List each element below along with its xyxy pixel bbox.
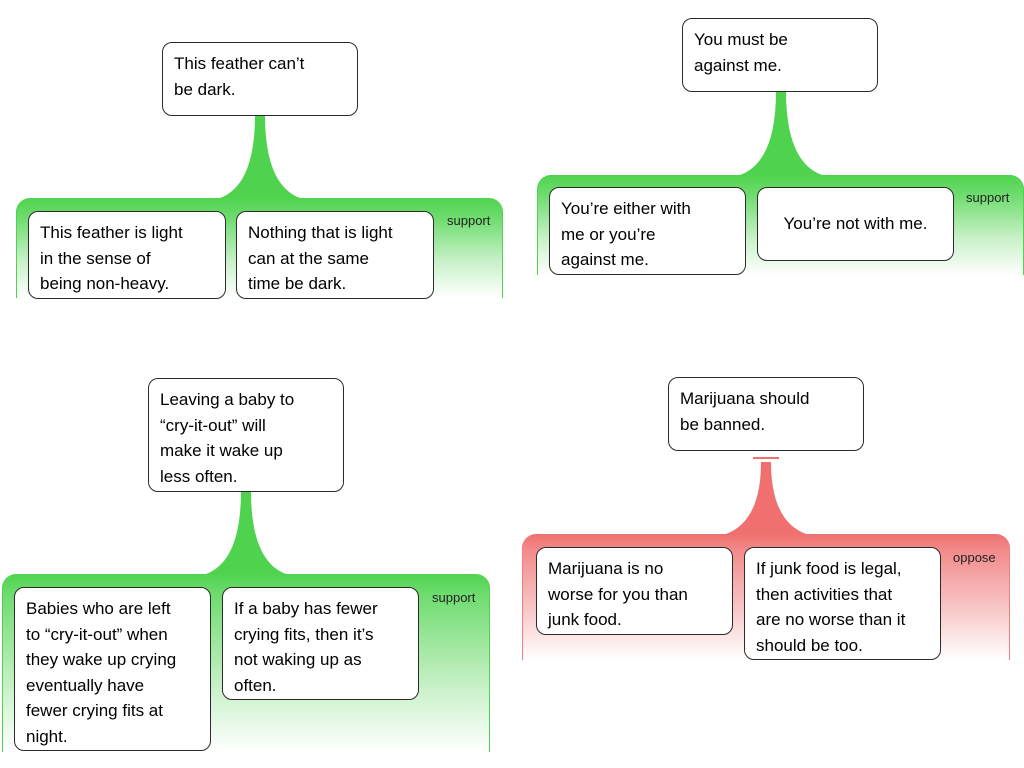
- claim-box: Marijuana should be banned.: [668, 377, 864, 451]
- relation-label: support: [447, 213, 491, 228]
- premise-box: Nothing that is light can at the same ti…: [236, 211, 434, 299]
- claim-box: Leaving a baby to “cry-it-out” will make…: [148, 378, 344, 492]
- claim-box: This feather can’t be dark.: [162, 42, 358, 116]
- premise-box: Marijuana is no worse for you than junk …: [536, 547, 733, 635]
- premise-box: If a baby has fewer crying fits, then it…: [222, 587, 419, 700]
- relation-label: oppose: [953, 550, 996, 565]
- relation-label: support: [966, 190, 1010, 205]
- premise-box: You’re either with me or you’re against …: [549, 187, 746, 275]
- premise-box: You’re not with me.: [757, 187, 954, 261]
- claim-box: You must be against me.: [682, 18, 878, 92]
- premise-box: This feather is light in the sense of be…: [28, 211, 226, 299]
- relation-label: support: [432, 590, 476, 605]
- premise-box: Babies who are left to “cry-it-out” when…: [14, 587, 211, 751]
- premise-box: If junk food is legal, then activities t…: [744, 547, 941, 660]
